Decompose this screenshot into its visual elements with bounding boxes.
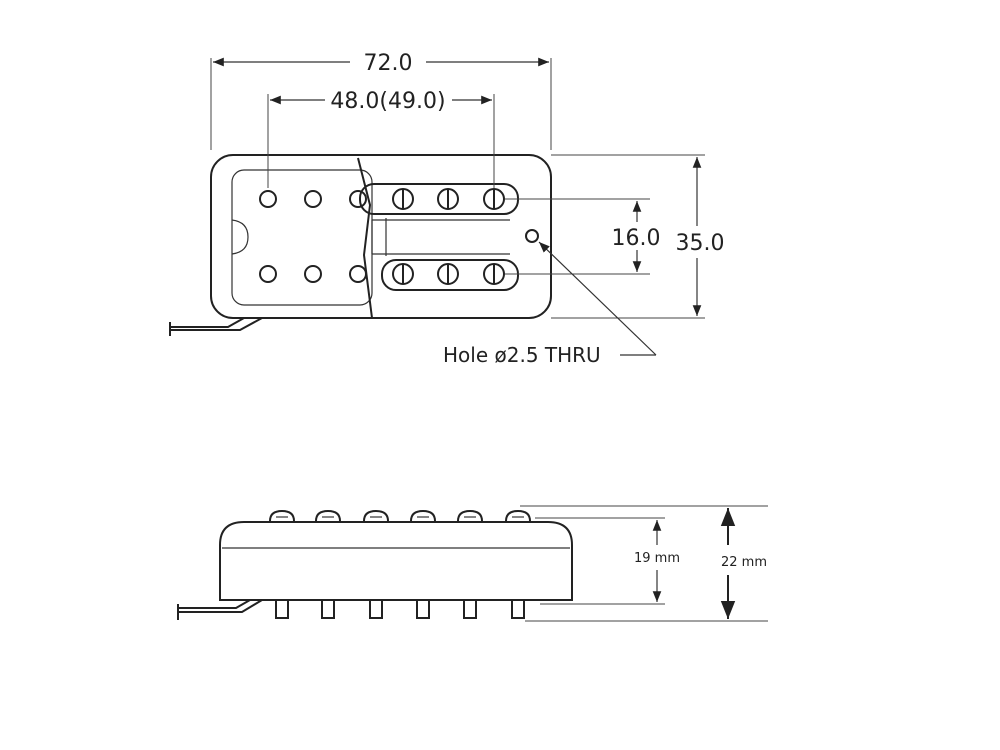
- pickup-inner-recess: [231, 169, 373, 306]
- pole-hole: [259, 265, 277, 283]
- center-slot: [371, 218, 510, 256]
- hole-leader: [538, 241, 657, 356]
- screw-poles-top: [392, 188, 505, 210]
- pickup-body-outline: [210, 154, 552, 319]
- pole-rail-bottom: [381, 259, 519, 291]
- pole-hole: [349, 265, 367, 283]
- dim-pole-spacing: 48.0(49.0): [330, 89, 445, 114]
- pole-screw-heads: [269, 509, 531, 522]
- dim-pole-height: 19 mm: [634, 551, 680, 566]
- mounting-hole: [525, 229, 539, 243]
- dim-total-height: 22 mm: [721, 555, 767, 570]
- pole-hole: [349, 190, 367, 208]
- dim-overall-width: 35.0: [676, 231, 725, 256]
- side-view: 19 mm 22 mm: [177, 505, 768, 622]
- side-lead-wire: [178, 599, 263, 613]
- cutaway-edge: [357, 157, 373, 319]
- hole-note: Hole ø2.5 THRU: [443, 343, 601, 367]
- lead-wire: [170, 317, 263, 331]
- dim-row-spacing: 16.0: [612, 226, 661, 251]
- pole-hole: [259, 190, 277, 208]
- dim-overall-length: 72.0: [364, 51, 413, 76]
- side-body: [219, 521, 573, 601]
- top-view: 72.0 48.0(49.0) 35.0 16.0 Hole ø2.5 THRU: [169, 51, 725, 367]
- screw-poles-bottom: [392, 263, 505, 285]
- pole-stubs: [275, 599, 525, 619]
- pole-hole: [304, 190, 322, 208]
- pole-hole: [304, 265, 322, 283]
